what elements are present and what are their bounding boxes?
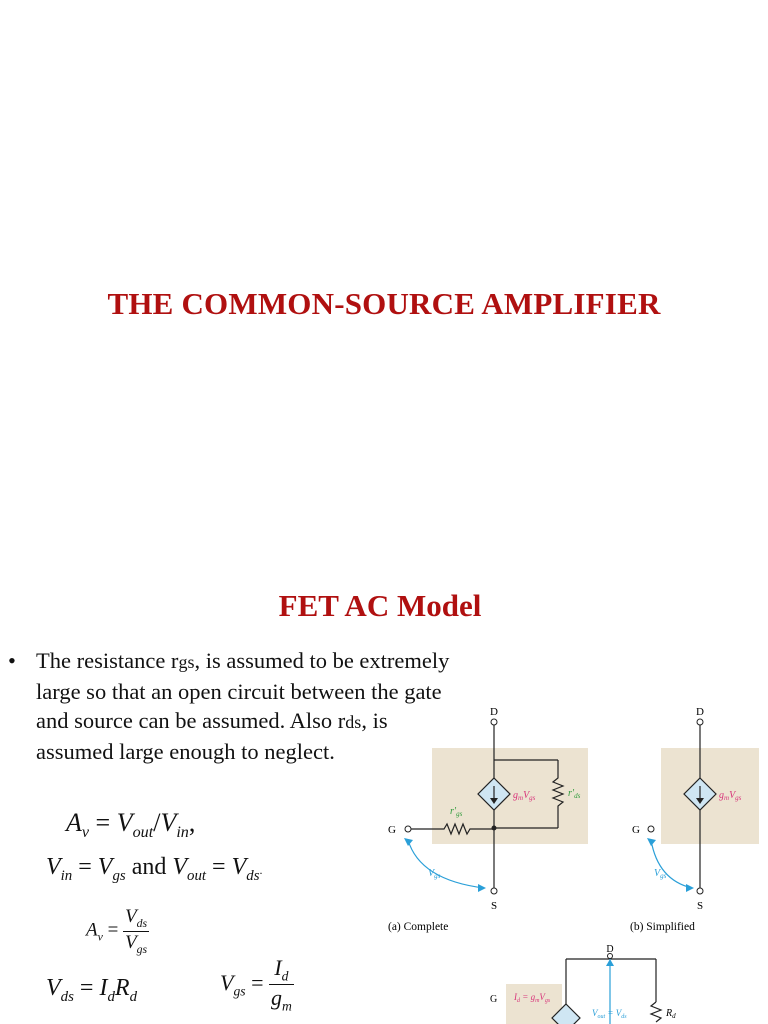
drain-label: D [606,944,613,955]
rd-label: Rd [665,1008,676,1020]
vgs-arrow-label: Vgs [428,868,441,880]
gm-vgs-label: gmVgs [513,790,536,802]
drain-terminal [490,718,498,726]
drain-label: D [490,706,498,718]
current-source-icon [551,1003,581,1024]
bullet-dot: • [8,648,16,673]
drain-terminal [696,718,704,726]
source-label: S [697,900,703,912]
circuit-with-load: D Id = gmVgs G Vout = Vds Rd [490,944,676,1024]
equation-av-ratio: Av = Vout/Vin, [66,808,196,842]
vout-label: Vout = Vds [592,1008,627,1020]
gate-label: G [490,994,497,1005]
shaded-region [432,748,588,844]
rds-label: r′ds [568,788,581,800]
source-terminal [490,887,498,895]
caption-complete: (a) Complete [388,921,448,933]
source-label: S [491,900,497,912]
equation-vds: Vds = IdRd [46,975,137,1005]
id-label: Id = gmVgs [513,992,551,1004]
gm-vgs-label: gmVgs [719,790,742,802]
circuit-complete: D gmVgs r′ds G r′gs S Vgs (a) Complete [388,706,588,933]
gate-label: G [388,824,396,836]
rds-resistor-icon [551,760,565,828]
caption-simplified: (b) Simplified [630,921,695,933]
circuit-simplified: D gmVgs G S Vgs (b) Simplified [630,706,759,933]
equation-vin-vout: Vin = Vgs and Vout = Vds. [46,854,263,884]
rgs-label: r′gs [450,806,463,818]
drain-label: D [696,706,704,718]
slide-title: THE COMMON-SOURCE AMPLIFIER [107,286,661,321]
bullet-text: The resistance rgs, is assumed to be ext… [36,648,450,764]
source-terminal [696,887,704,895]
slide-subtitle: FET AC Model [278,588,482,623]
vgs-arrow-label: Vgs [654,868,667,880]
gate-label: G [632,824,640,836]
gate-terminal [404,825,412,833]
rd-resistor-icon [649,1001,663,1023]
gate-terminal [647,825,655,833]
rgs-resistor-icon [411,822,494,836]
